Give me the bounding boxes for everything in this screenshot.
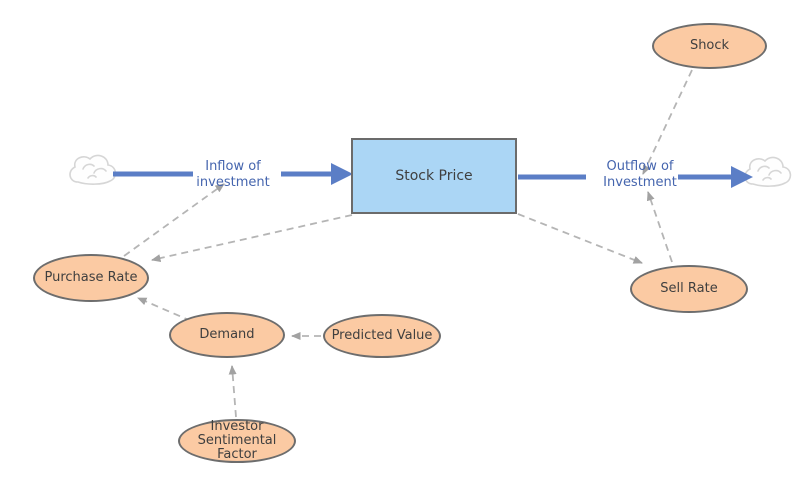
connector-investor-sentimental-factor-to-demand: [228, 365, 237, 418]
stock-price-label: Stock Price: [395, 168, 473, 184]
outflow-valve-label[interactable]: Outflow of Investment: [596, 159, 684, 191]
connector-stock-price-to-sell-rate: [517, 213, 643, 264]
investor-sentimental-factor-node[interactable]: Investor Sentimental Factor: [178, 419, 296, 463]
connector-stock-price-to-purchase-rate: [151, 214, 353, 263]
source-cloud-icon: [69, 154, 117, 185]
connector-sell-rate-to-outflow: [646, 191, 673, 263]
sell-rate-node[interactable]: Sell Rate: [630, 265, 748, 313]
inflow-arrowhead-icon: [331, 163, 353, 185]
purchase-rate-label: Purchase Rate: [44, 270, 138, 285]
outflow-arrowhead-icon: [731, 166, 753, 188]
shock-node[interactable]: Shock: [652, 23, 767, 69]
demand-node[interactable]: Demand: [169, 312, 285, 358]
sell-rate-label: Sell Rate: [660, 281, 718, 296]
predicted-value-label: Predicted Value: [331, 328, 433, 343]
predicted-value-node[interactable]: Predicted Value: [323, 314, 441, 358]
purchase-rate-node[interactable]: Purchase Rate: [33, 254, 149, 302]
inflow-label-text: Inflow of investment: [196, 159, 270, 190]
stock-price-node[interactable]: Stock Price: [351, 138, 517, 214]
shock-label: Shock: [689, 38, 730, 53]
demand-label: Demand: [199, 327, 255, 342]
inflow-valve-label[interactable]: Inflow of investment: [191, 159, 275, 191]
outflow-label-text: Outflow of Investment: [603, 159, 677, 190]
connector-demand-to-purchase-rate: [137, 297, 192, 322]
investor-sentimental-factor-label: Investor Sentimental Factor: [197, 419, 277, 462]
connector-purchase-rate-to-inflow: [123, 183, 225, 257]
sink-cloud-icon: [744, 156, 792, 187]
